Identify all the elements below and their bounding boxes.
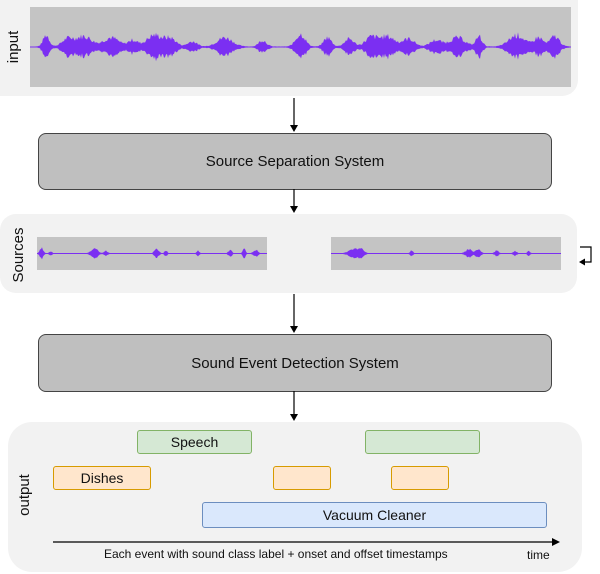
output-panel (8, 422, 582, 572)
arrow-sources-to-detection (290, 294, 298, 333)
source-separation-label: Source Separation System (205, 153, 385, 170)
sources-label: Sources (10, 227, 27, 283)
time-axis-arrow (53, 538, 560, 546)
output-caption: Each event with sound class label + onse… (104, 547, 448, 561)
input-label: input (5, 30, 22, 64)
sound-event-detection-box: Sound Event Detection System (38, 334, 552, 392)
source-waveform-2 (331, 237, 561, 270)
source-waveform-1 (37, 237, 267, 270)
event-vacuum-cleaner-label: Vacuum Cleaner (322, 507, 427, 523)
event-vacuum-cleaner: Vacuum Cleaner (202, 502, 547, 528)
input-waveform (30, 7, 571, 87)
arrow-detection-to-output (290, 391, 298, 421)
source-separation-box: Source Separation System (38, 133, 552, 190)
source-waveform-1-plot (37, 247, 267, 260)
event-dishes-1-label: Dishes (80, 470, 124, 486)
event-dishes-1: Dishes (53, 466, 151, 490)
event-speech-2 (365, 430, 480, 454)
event-dishes-3 (391, 466, 449, 490)
sound-event-detection-label: Sound Event Detection System (191, 354, 399, 372)
arrow-input-to-separation (290, 98, 298, 132)
input-waveform-plot (30, 32, 571, 62)
event-dishes-2 (273, 466, 331, 490)
time-axis-label: time (527, 548, 550, 562)
arrow-separation-to-sources (290, 189, 298, 213)
output-label: output (16, 474, 33, 516)
event-speech-1-label: Speech (170, 434, 219, 450)
source-waveform-2-plot (331, 248, 561, 259)
loop-arrow-icon (579, 246, 592, 266)
event-speech-1: Speech (137, 430, 252, 454)
